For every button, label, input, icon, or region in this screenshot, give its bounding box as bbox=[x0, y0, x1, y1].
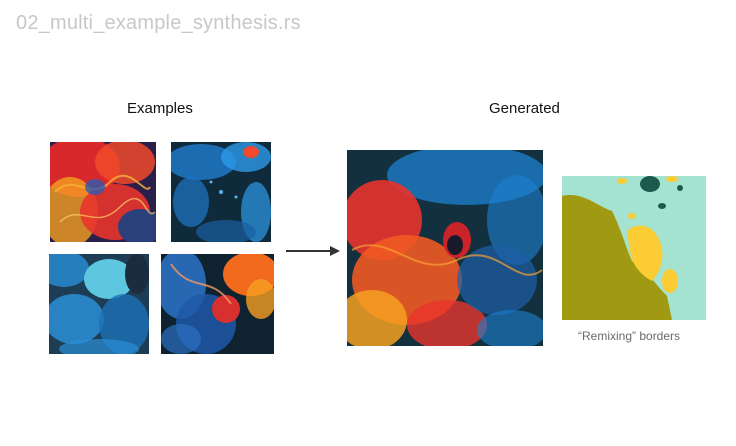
generated-image bbox=[347, 150, 543, 346]
remix-caption: “Remixing” borders bbox=[578, 329, 681, 343]
example-image-3 bbox=[49, 254, 149, 354]
remix-border-map bbox=[562, 176, 706, 320]
file-title: 02_multi_example_synthesis.rs bbox=[16, 12, 301, 34]
example-image-4 bbox=[161, 254, 274, 354]
example-image-1 bbox=[50, 142, 156, 242]
example-image-2 bbox=[171, 142, 271, 242]
examples-heading: Examples bbox=[127, 100, 193, 117]
generated-heading: Generated bbox=[489, 100, 560, 117]
arrow-right-icon bbox=[286, 243, 340, 264]
